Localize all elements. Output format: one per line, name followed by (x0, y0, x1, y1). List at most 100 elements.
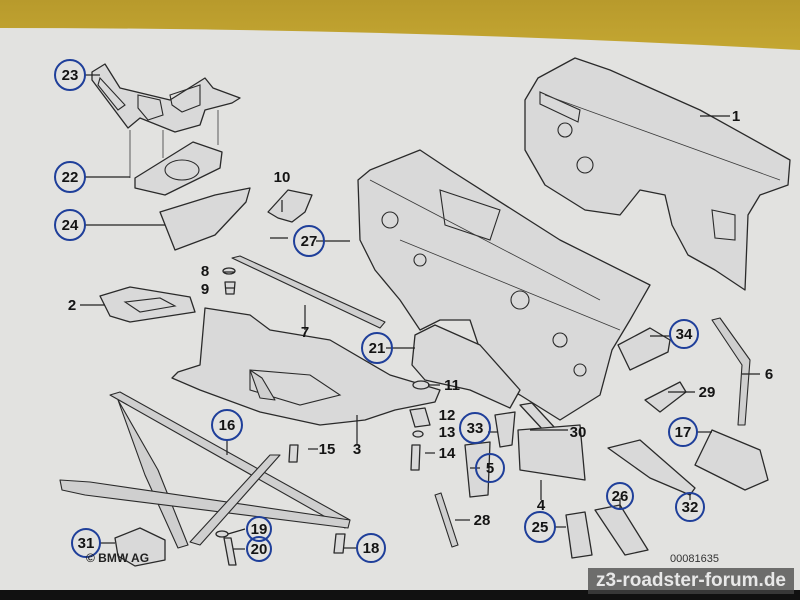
part-18-bolt (333, 533, 346, 554)
callout-28[interactable]: 28 (474, 512, 491, 529)
callout-7[interactable]: 7 (301, 324, 309, 341)
part-7-strut (231, 255, 386, 329)
svg-text:14: 14 (439, 445, 456, 462)
watermark: z3-roadster-forum.de (587, 568, 794, 594)
svg-text:28: 28 (474, 512, 491, 529)
callout-22[interactable]: 22 (54, 161, 86, 193)
svg-text:8: 8 (201, 263, 209, 280)
callout-29[interactable]: 29 (699, 384, 716, 401)
part-11-bushing (412, 380, 430, 390)
svg-text:29: 29 (699, 384, 716, 401)
callout-31[interactable]: 31 (71, 528, 101, 558)
callout-32[interactable]: 32 (675, 492, 705, 522)
svg-text:25: 25 (532, 519, 549, 536)
callout-33[interactable]: 33 (459, 412, 491, 444)
callout-5[interactable]: 5 (475, 453, 505, 483)
callout-12[interactable]: 12 (439, 407, 456, 424)
part-12-mount (409, 407, 431, 428)
svg-text:15: 15 (319, 441, 336, 458)
svg-text:22: 22 (62, 169, 79, 186)
svg-text:11: 11 (444, 377, 460, 394)
svg-text:20: 20 (251, 541, 268, 558)
callout-10[interactable]: 10 (274, 169, 291, 186)
part-24-cover (159, 187, 251, 251)
svg-text:21: 21 (369, 340, 386, 357)
svg-text:5: 5 (486, 460, 494, 477)
svg-text:4: 4 (537, 497, 546, 514)
callout-18[interactable]: 18 (356, 533, 386, 563)
callout-17[interactable]: 17 (668, 417, 698, 447)
bottom-edge (0, 590, 800, 600)
svg-text:3: 3 (353, 441, 361, 458)
svg-text:17: 17 (675, 424, 692, 441)
part-1-bulkhead (524, 57, 791, 291)
part-2-plate (99, 286, 196, 323)
svg-text:1: 1 (732, 108, 740, 125)
part-32-cover (607, 439, 696, 496)
document-number: 00081635 (670, 553, 719, 565)
svg-text:2: 2 (68, 297, 76, 314)
callout-26[interactable]: 26 (606, 482, 634, 510)
part-23-bracket (91, 63, 241, 133)
part-14-bolt (410, 444, 421, 471)
svg-text:23: 23 (62, 67, 79, 84)
svg-text:33: 33 (467, 420, 484, 437)
callout-20[interactable]: 20 (246, 536, 272, 562)
part-16-brace (59, 391, 351, 549)
part-17-plate (694, 429, 769, 491)
svg-text:26: 26 (612, 488, 629, 505)
part-28-rod (434, 492, 459, 548)
part-33-bracket (494, 411, 516, 448)
callouts: 23 22 24 2 10 27 1 8 9 7 21 11 12 13 14 … (54, 59, 773, 563)
svg-text:7: 7 (301, 324, 309, 341)
part-22-tray (129, 110, 223, 196)
callout-30[interactable]: 30 (570, 424, 587, 441)
part-25-bracket (565, 511, 593, 559)
svg-text:24: 24 (62, 217, 79, 234)
part-3-crossmember (171, 307, 441, 426)
callout-19[interactable]: 19 (246, 516, 272, 542)
part-34-block (617, 327, 671, 371)
callout-1[interactable]: 1 (732, 108, 740, 125)
callout-11[interactable]: 11 (444, 377, 460, 394)
svg-text:18: 18 (363, 540, 380, 557)
callout-6[interactable]: 6 (765, 366, 773, 383)
callout-9[interactable]: 9 (201, 281, 209, 298)
part-21-brace (411, 324, 521, 409)
svg-text:30: 30 (570, 424, 587, 441)
callout-8[interactable]: 8 (201, 263, 209, 280)
svg-text:13: 13 (439, 424, 456, 441)
callout-23[interactable]: 23 (54, 59, 86, 91)
part-10-bracket (267, 189, 313, 223)
svg-text:32: 32 (682, 499, 699, 516)
svg-text:6: 6 (765, 366, 773, 383)
svg-text:27: 27 (301, 233, 318, 250)
part-13-washer (412, 430, 424, 438)
copyright-text: © BMW AG (86, 551, 149, 565)
callout-16[interactable]: 16 (211, 409, 243, 441)
callout-4[interactable]: 4 (537, 497, 546, 514)
callout-2[interactable]: 2 (68, 297, 76, 314)
part-31-block (114, 527, 166, 567)
callout-25[interactable]: 25 (524, 511, 556, 543)
part-27-firewall (357, 149, 651, 421)
callout-3[interactable]: 3 (353, 441, 361, 458)
svg-text:12: 12 (439, 407, 456, 424)
callout-24[interactable]: 24 (54, 209, 86, 241)
svg-text:31: 31 (78, 535, 95, 552)
part-6-rail (711, 317, 751, 426)
part-20-bolt (223, 537, 237, 566)
svg-text:10: 10 (274, 169, 291, 186)
svg-text:19: 19 (251, 521, 268, 538)
callout-15[interactable]: 15 (319, 441, 336, 458)
part-15-bolt (288, 444, 299, 463)
callout-27[interactable]: 27 (293, 225, 325, 257)
svg-text:34: 34 (676, 326, 693, 343)
svg-text:16: 16 (219, 417, 236, 434)
part-8-washer (222, 267, 236, 275)
callout-21[interactable]: 21 (361, 332, 393, 364)
callout-14[interactable]: 14 (439, 445, 456, 462)
callout-34[interactable]: 34 (669, 319, 699, 349)
callout-13[interactable]: 13 (439, 424, 456, 441)
